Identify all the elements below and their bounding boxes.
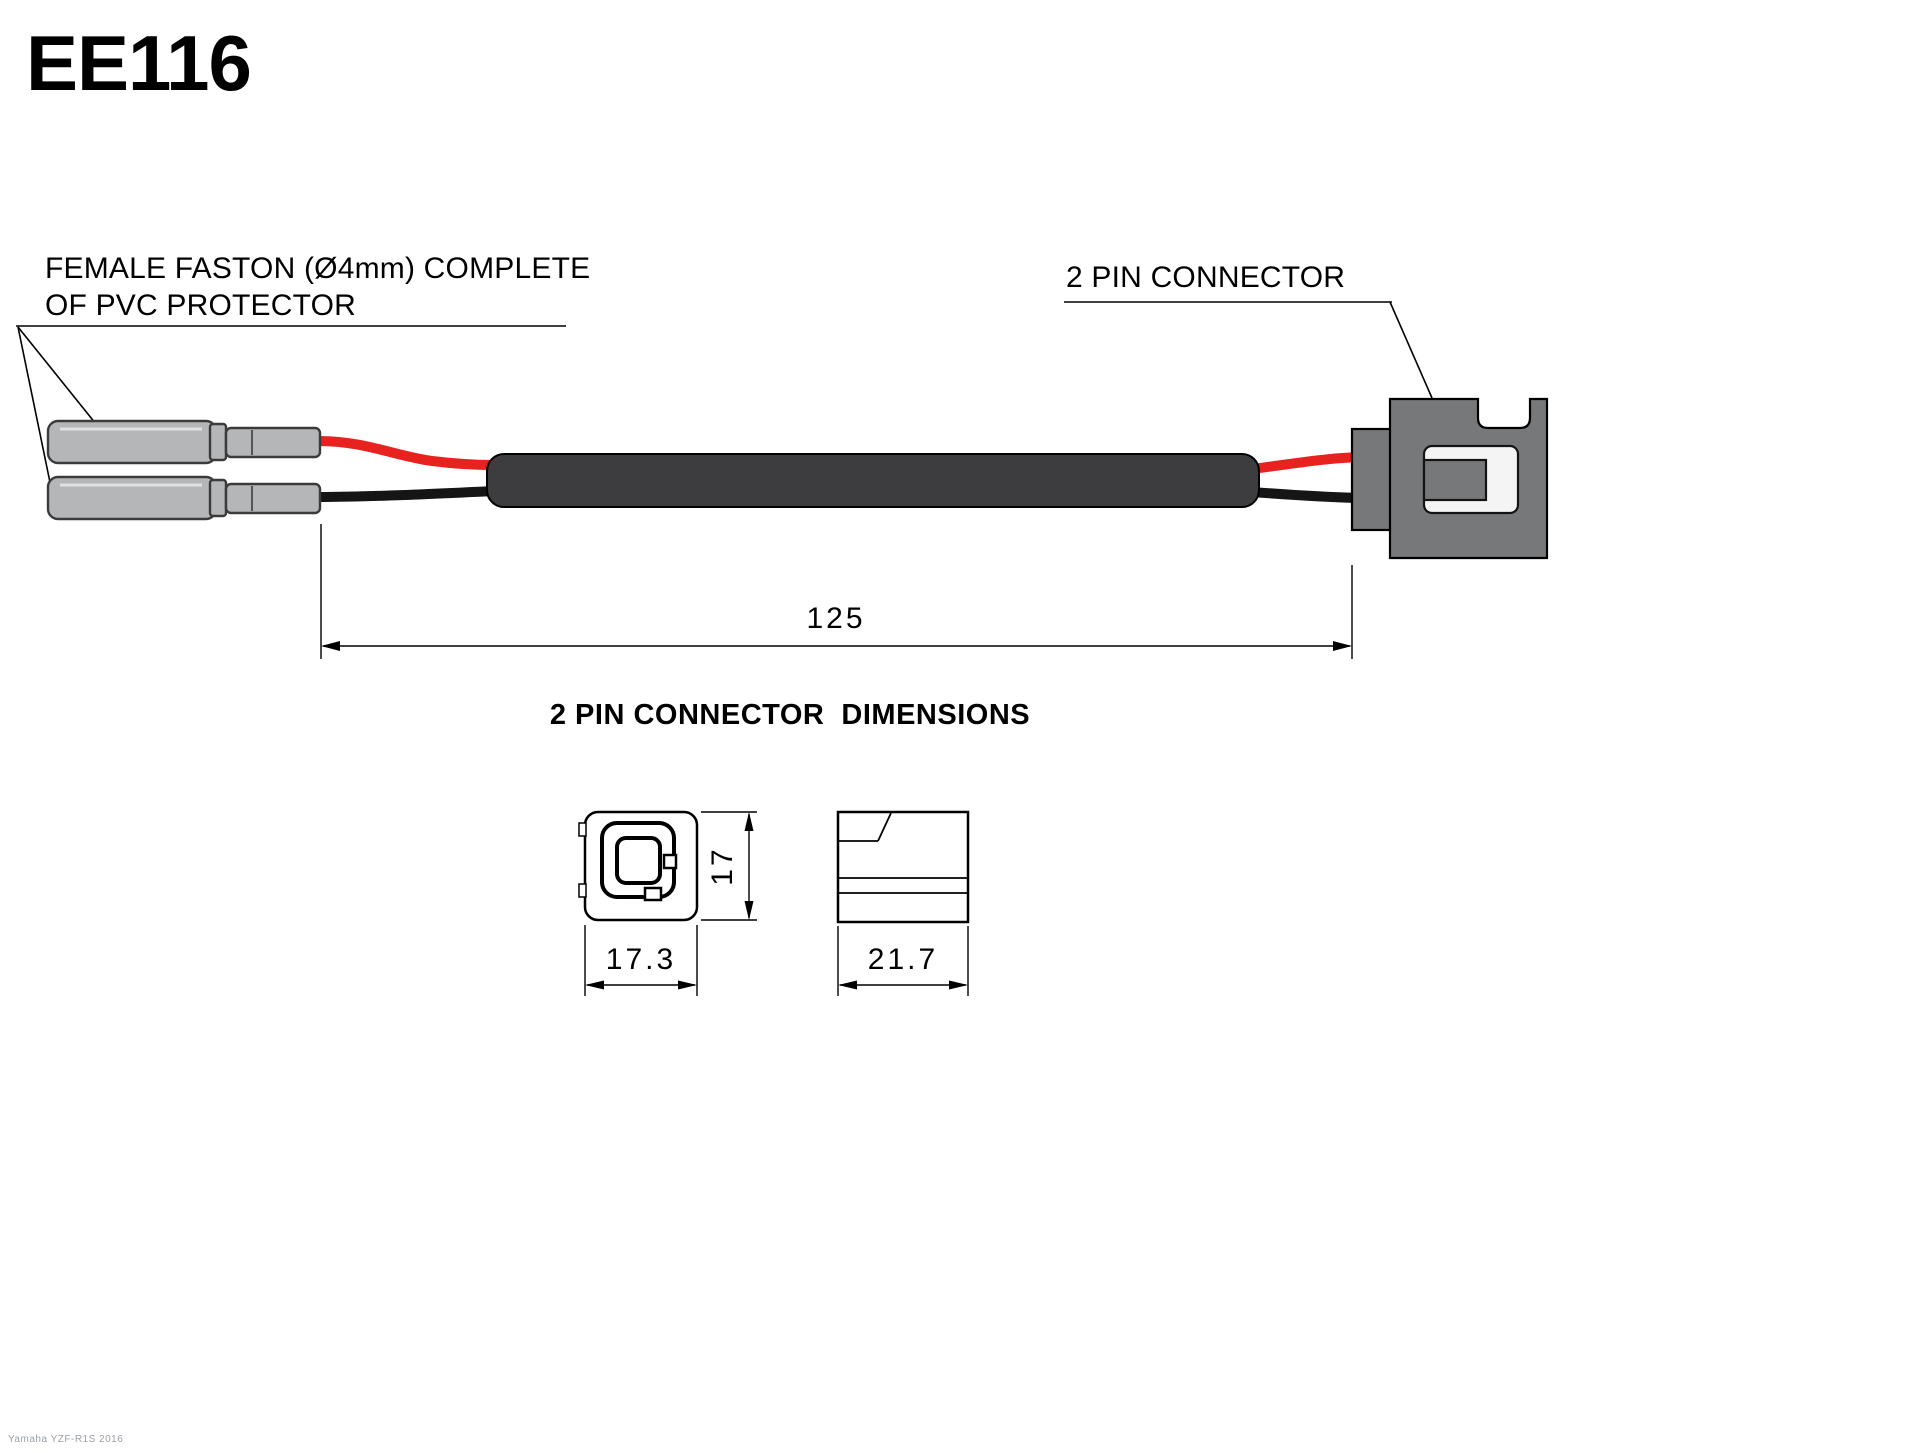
dim-arrow-right xyxy=(678,980,697,990)
dim-arrow-left xyxy=(585,980,604,990)
front-width-dimension: 17.3 xyxy=(605,943,677,976)
dim-arrow-down xyxy=(744,901,754,920)
faston-callout-line2: OF PVC PROTECTOR xyxy=(45,289,357,322)
front-height-dimension-lines xyxy=(701,811,757,921)
cable-length-dimension: 125 xyxy=(806,602,866,635)
dim-arrow-left xyxy=(321,641,340,651)
faston-terminal-top xyxy=(46,419,322,465)
faston-callout: FEMALE FASTON (Ø4mm) COMPLETE OF PVC PRO… xyxy=(45,250,590,324)
front-view-left-key-bottom xyxy=(578,883,587,898)
side-view-latch-ramp xyxy=(877,812,892,842)
dim-arrow-up xyxy=(744,812,754,831)
dim-arrow-right xyxy=(1333,641,1352,651)
connector-callout: 2 PIN CONNECTOR xyxy=(1066,261,1346,294)
cable-length-dimension-lines xyxy=(320,524,1353,659)
connector-callout-leader-lines xyxy=(1064,301,1433,399)
page-title: EE116 xyxy=(26,19,252,107)
footer-text: Yamaha YZF-R1S 2016 xyxy=(8,1434,124,1445)
wires xyxy=(313,436,1363,503)
front-view-ring-inner xyxy=(615,836,662,885)
connector-side-view xyxy=(836,810,970,924)
connector-wire-entry xyxy=(1350,427,1396,532)
pin-connector xyxy=(1350,397,1549,560)
front-view-side-key xyxy=(662,853,678,870)
side-width-dimension-lines xyxy=(837,926,969,996)
red-wire-left xyxy=(313,436,499,470)
dimensions-section-title: 2 PIN CONNECTOR DIMENSIONS xyxy=(549,699,1031,731)
black-wire-left xyxy=(313,486,499,502)
black-wire-right xyxy=(1247,487,1363,503)
faston-callout-leader-lines xyxy=(16,325,566,493)
front-width-dimension-lines xyxy=(584,925,698,996)
dim-arrow-right xyxy=(949,980,968,990)
red-wire-right xyxy=(1247,452,1363,474)
front-view-bottom-tab xyxy=(643,886,663,902)
connector-front-view xyxy=(578,810,699,922)
faston-callout-line1: FEMALE FASTON (Ø4mm) COMPLETE xyxy=(45,252,591,285)
front-view-left-key-top xyxy=(578,822,587,837)
faston-terminal-bottom xyxy=(46,475,322,521)
dim-arrow-left xyxy=(838,980,857,990)
connector-latch-tab xyxy=(1422,458,1488,502)
cable-sleeve xyxy=(486,453,1260,508)
side-width-dimension: 21.7 xyxy=(867,943,939,976)
